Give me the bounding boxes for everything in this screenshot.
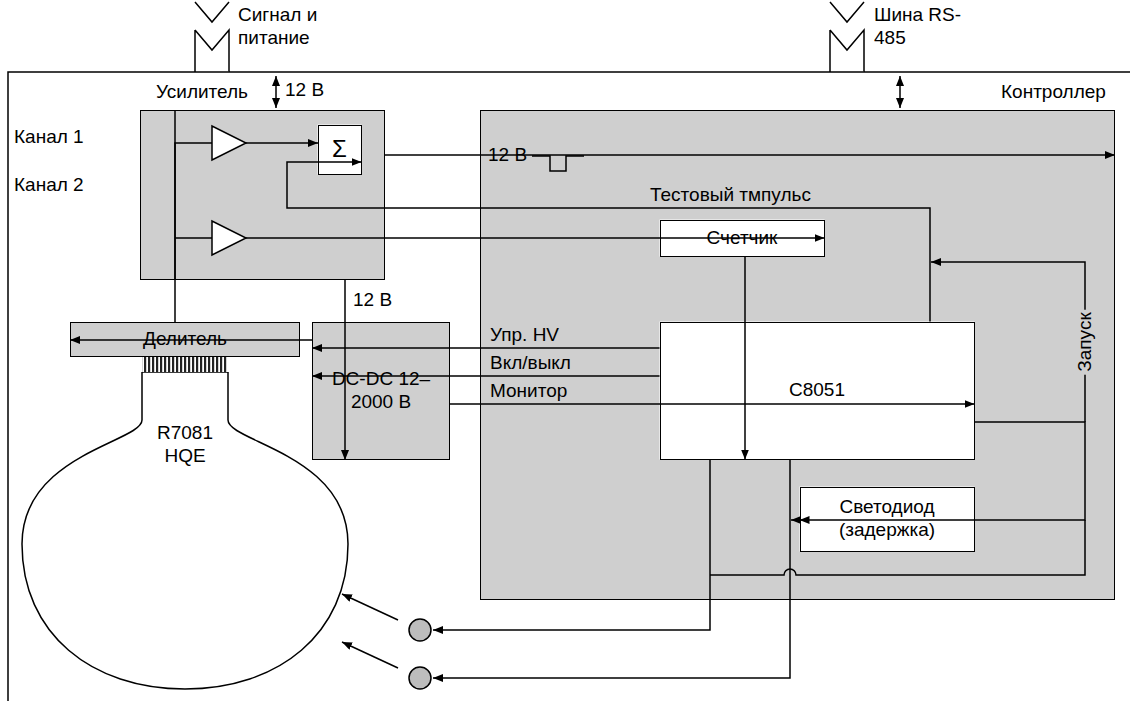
box-heading: Контроллер bbox=[1001, 81, 1106, 104]
led-wire bbox=[433, 460, 790, 678]
box-label: Делитель bbox=[143, 328, 227, 351]
bulb-outline bbox=[22, 372, 348, 689]
channel-label: Канал 1 bbox=[14, 126, 84, 149]
box-label: Σ bbox=[332, 135, 347, 164]
connector-label: 12 В bbox=[488, 144, 527, 167]
led-delay-box: Светодиод (задержка) bbox=[800, 487, 975, 552]
signal-connector bbox=[195, 2, 229, 72]
box-fill bbox=[480, 110, 1115, 600]
housing-outline bbox=[8, 72, 1130, 701]
box-fill bbox=[800, 487, 975, 552]
rs485-connector bbox=[830, 2, 864, 72]
signal-wire bbox=[275, 76, 277, 108]
connector bbox=[174, 110, 176, 322]
light-arrow bbox=[342, 594, 398, 620]
amp-input-wire bbox=[175, 143, 212, 280]
divider-box: Делитель bbox=[70, 322, 300, 357]
amp-output-wire bbox=[246, 237, 385, 239]
box-fill bbox=[660, 322, 975, 460]
box-label: C8051 bbox=[789, 379, 845, 402]
connector-label: Монитор bbox=[490, 380, 567, 403]
dcdc-box: DC-DC 12–2000 В bbox=[312, 322, 450, 460]
box-label: DC-DC 12–2000 В bbox=[319, 368, 443, 414]
trigger-wire bbox=[931, 262, 1085, 422]
bulb-outline bbox=[20, 372, 350, 692]
signal-label: Запуск bbox=[1074, 309, 1097, 374]
box-fill bbox=[318, 125, 362, 175]
bus-wire bbox=[899, 76, 901, 108]
connector bbox=[744, 257, 746, 460]
mcu-box: C8051 bbox=[660, 322, 975, 460]
connector bbox=[287, 162, 930, 322]
voltage-label: 12 В bbox=[285, 79, 324, 102]
connector-label: Вкл/выкл bbox=[490, 352, 571, 375]
connector bbox=[312, 347, 660, 349]
box-heading: Усилитель bbox=[156, 81, 248, 104]
amplifier-symbol bbox=[212, 126, 246, 160]
channel-label: Канал 2 bbox=[14, 174, 84, 197]
led-wire bbox=[433, 460, 710, 630]
controller-box: КонтроллерСчетчикC8051Светодиод (задержк… bbox=[480, 110, 1115, 600]
connector bbox=[450, 403, 975, 405]
connector-label: Тестовый тмпульс bbox=[650, 184, 811, 207]
amplifier-symbol bbox=[212, 221, 246, 255]
box-label: Светодиод (задержка) bbox=[807, 496, 968, 542]
box-label: Счетчик bbox=[707, 227, 778, 250]
counter-box: Счетчик bbox=[660, 220, 825, 257]
amplifier-box: УсилительΣ bbox=[140, 110, 385, 280]
led-symbol bbox=[409, 667, 431, 689]
box-label: R7081 HQE bbox=[150, 422, 220, 468]
pmt-bulb: R7081 HQE bbox=[20, 372, 350, 692]
connector-label: Упр. HV bbox=[490, 324, 559, 347]
connector-label: Сигнал и питание bbox=[238, 4, 348, 50]
box-fill bbox=[312, 322, 450, 460]
connector-label: Шина RS-485 bbox=[874, 4, 974, 50]
pulse-symbol bbox=[532, 156, 584, 171]
summator-box: Σ bbox=[318, 125, 362, 175]
pmt-pins bbox=[142, 357, 228, 372]
box-fill bbox=[140, 110, 385, 280]
connector-label: 12 В bbox=[353, 289, 392, 312]
amp-output-wire bbox=[246, 142, 318, 144]
light-arrow bbox=[342, 642, 398, 668]
led-symbol bbox=[409, 619, 431, 641]
